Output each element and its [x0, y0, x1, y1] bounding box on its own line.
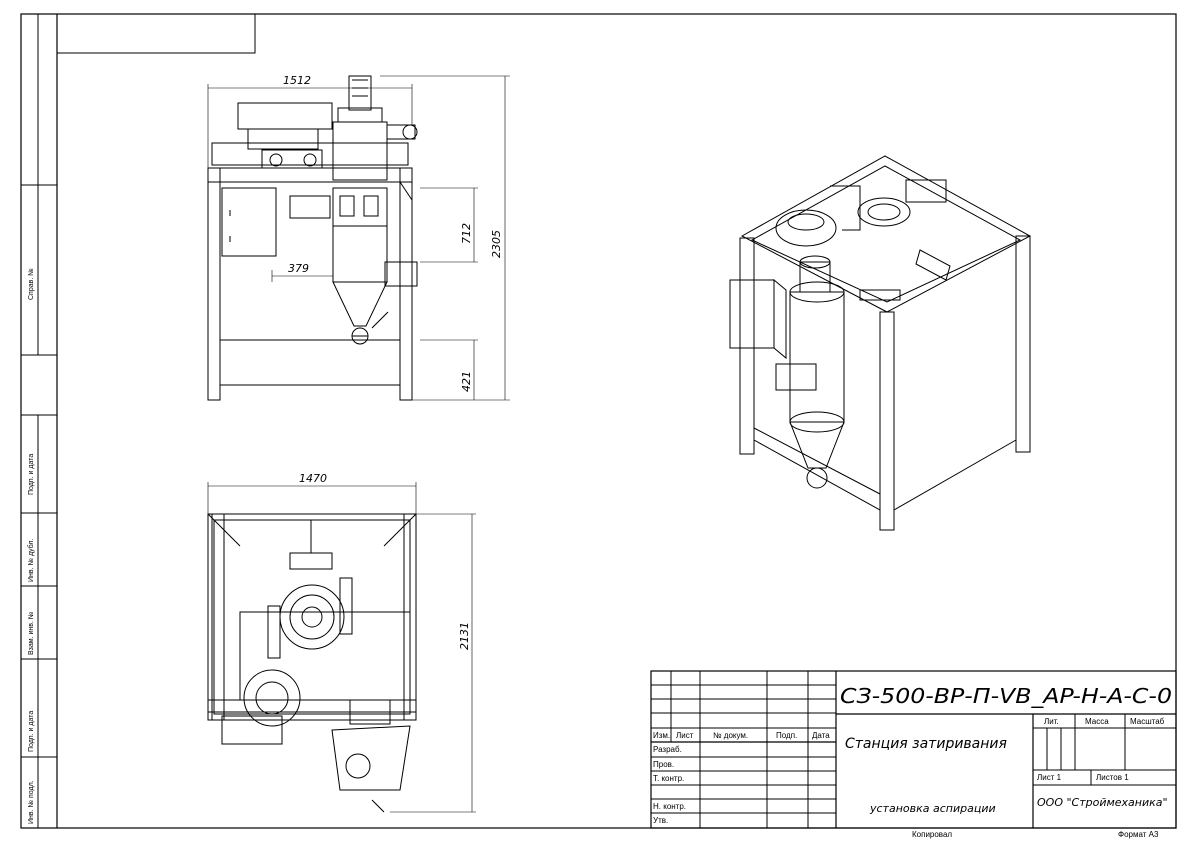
dim-plan-width: 1470 — [299, 472, 327, 485]
cyclone-iso — [789, 291, 845, 423]
drawing-name: Станция затиривания — [845, 736, 1007, 752]
dim-front-mid: 712 — [460, 223, 473, 244]
tb-scale: Масштаб — [1130, 717, 1165, 726]
sheet-frame — [20, 13, 1177, 829]
tb-tkontr: Т. контр. — [653, 774, 684, 783]
tb-sheets: Листов 1 — [1096, 773, 1129, 782]
tb-sheet: Лист 1 — [1037, 773, 1062, 782]
top-motor — [348, 75, 372, 111]
tb-nkontr: Н. контр. — [653, 802, 686, 811]
dim-front-height-total: 2305 — [490, 230, 503, 258]
fan-housing — [243, 669, 301, 727]
tb-razrab: Разраб. — [653, 745, 682, 754]
dim-front-bottom: 421 — [460, 371, 473, 392]
tb-utv: Утв. — [653, 816, 668, 825]
plan-view — [207, 482, 476, 813]
stamp-inv-dubl: Инв. № дубл. — [27, 539, 35, 582]
tb-sign: Подп. — [776, 731, 797, 740]
stamp-inv-podl: Инв. № подл. — [28, 780, 35, 824]
format-label: Формат А3 — [1118, 830, 1159, 839]
stamp-podp-data-2: Подп. и дата — [28, 711, 35, 752]
tb-prov: Пров. — [653, 760, 674, 769]
stamp-podp-data-1: Подп. и дата — [28, 454, 35, 495]
stamp-vzam-inv: Взам. инв. № — [28, 612, 35, 655]
control-box-iso — [729, 279, 775, 349]
tb-mass: Масса — [1085, 717, 1109, 726]
title-block — [650, 670, 1177, 829]
drawing-code: СЗ-500-ВР-П-VB_AP-H-A-C-0 — [840, 684, 1172, 708]
tb-date: Дата — [812, 731, 830, 740]
tb-izm: Изм. — [653, 731, 670, 740]
dim-front-offset: 379 — [288, 262, 309, 275]
tb-lit: Лит. — [1044, 717, 1059, 726]
tb-list: Лист — [676, 731, 694, 740]
dim-plan-depth: 2131 — [458, 622, 471, 650]
cyclone-body — [332, 121, 388, 181]
dim-front-width: 1512 — [283, 74, 311, 87]
tb-doc-no: № докум. — [713, 731, 748, 740]
control-box-front — [221, 187, 277, 257]
copied-label: Копировал — [912, 830, 952, 839]
front-view — [207, 75, 510, 401]
isometric-view — [729, 155, 1032, 531]
stamp-sprav: Справ. № — [28, 268, 35, 300]
drawing-subtitle: установка аспирации — [869, 802, 996, 815]
company-name: ООО "Строймеханика" — [1037, 796, 1168, 809]
valve-actuator — [289, 552, 333, 570]
top-left-stamp — [56, 13, 256, 54]
